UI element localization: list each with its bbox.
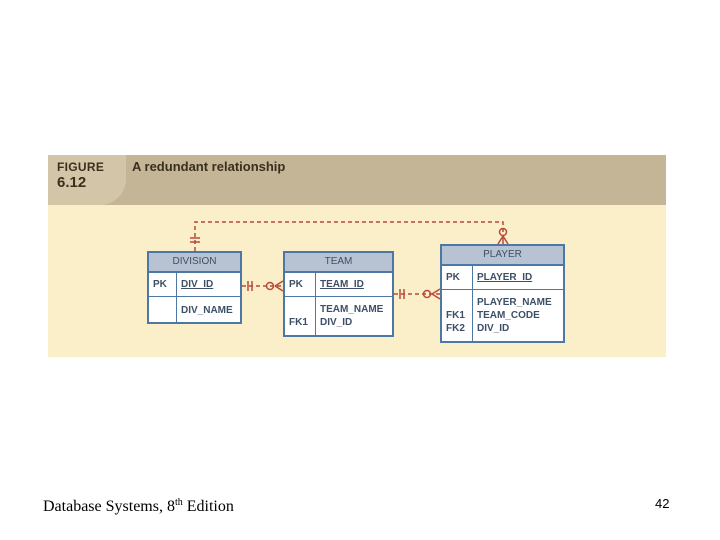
player-pk-row: PK PLAYER_ID — [442, 266, 563, 290]
relationship-lines — [190, 221, 509, 300]
figure-number: 6.12 — [57, 174, 87, 191]
division-attr-cell: DIV_ID — [177, 273, 240, 296]
division-team-crowfoot-bottom — [274, 285, 284, 292]
player-key-cell-2: FK1 FK2 — [442, 290, 473, 341]
figure-panel: FIGURE 6.12 A redundant relationship DIV… — [48, 155, 666, 357]
book-title-superscript: th — [174, 497, 183, 508]
figure-header: FIGURE 6.12 A redundant relationship — [48, 155, 666, 205]
player-attr-cell: PLAYER_ID — [473, 266, 563, 289]
player-fk1-label: FK1 — [446, 310, 465, 321]
division-team-crowfoot-top — [274, 280, 284, 287]
division-key-cell-empty — [149, 297, 177, 322]
division-div-id: DIV_ID — [181, 279, 214, 290]
team-attr-row: FK1 TEAM_NAME DIV_ID — [285, 297, 392, 335]
player-fk2-label: FK2 — [446, 323, 465, 334]
division-pk-label: PK — [153, 279, 167, 290]
division-player-crowfoot-right — [502, 235, 509, 245]
division-team-optional-circle — [265, 281, 275, 291]
player-entity-name: PLAYER — [442, 246, 563, 266]
division-div-name: DIV_NAME — [181, 305, 233, 316]
division-attr-cell-2: DIV_NAME — [177, 297, 240, 322]
book-title-suffix: Edition — [182, 498, 234, 515]
division-entity-name: DIVISION — [149, 253, 240, 273]
team-div-id: DIV_ID — [320, 317, 353, 328]
team-entity-name: TEAM — [285, 253, 392, 273]
team-pk-row: PK TEAM_ID — [285, 273, 392, 297]
player-player-id: PLAYER_ID — [477, 272, 533, 283]
team-key-cell: PK — [285, 273, 316, 296]
player-attr-cell-2: PLAYER_NAME TEAM_CODE DIV_ID — [473, 290, 563, 341]
team-attr-cell: TEAM_ID — [316, 273, 392, 296]
division-player-optional-circle — [498, 227, 508, 237]
figure-tab: FIGURE 6.12 — [48, 155, 126, 205]
player-entity: PLAYER PK PLAYER_ID FK1 FK2 PLAYER_NAME … — [440, 244, 565, 343]
player-attr-row: FK1 FK2 PLAYER_NAME TEAM_CODE DIV_ID — [442, 290, 563, 341]
team-key-cell-2: FK1 — [285, 297, 316, 335]
team-pk-label: PK — [289, 279, 303, 290]
team-fk1-label: FK1 — [289, 317, 308, 328]
player-team-code: TEAM_CODE — [477, 310, 540, 321]
team-player-crowfoot-bottom — [431, 293, 441, 300]
division-player-crowfoot-left — [497, 235, 504, 245]
player-key-cell: PK — [442, 266, 473, 289]
division-player-relationship-line — [194, 221, 504, 251]
team-player-crowfoot-top — [431, 288, 441, 295]
division-entity: DIVISION PK DIV_ID DIV_NAME — [147, 251, 242, 324]
figure-title: A redundant relationship — [132, 159, 286, 174]
player-player-name: PLAYER_NAME — [477, 297, 552, 308]
team-player-optional-circle — [422, 289, 432, 299]
book-title-footer: Database Systems, 8th Edition — [43, 497, 234, 516]
team-entity: TEAM PK TEAM_ID FK1 TEAM_NAME DIV_ID — [283, 251, 394, 337]
division-key-cell: PK — [149, 273, 177, 296]
team-team-name: TEAM_NAME — [320, 304, 384, 315]
team-attr-cell-2: TEAM_NAME DIV_ID — [316, 297, 392, 335]
team-team-id: TEAM_ID — [320, 279, 364, 290]
division-pk-row: PK DIV_ID — [149, 273, 240, 297]
player-pk-label: PK — [446, 272, 460, 283]
player-div-id: DIV_ID — [477, 323, 510, 334]
division-attr-row: DIV_NAME — [149, 297, 240, 322]
figure-label: FIGURE — [57, 160, 105, 174]
page-number: 42 — [655, 496, 670, 511]
book-title-prefix: Database Systems, 8 — [43, 498, 175, 515]
